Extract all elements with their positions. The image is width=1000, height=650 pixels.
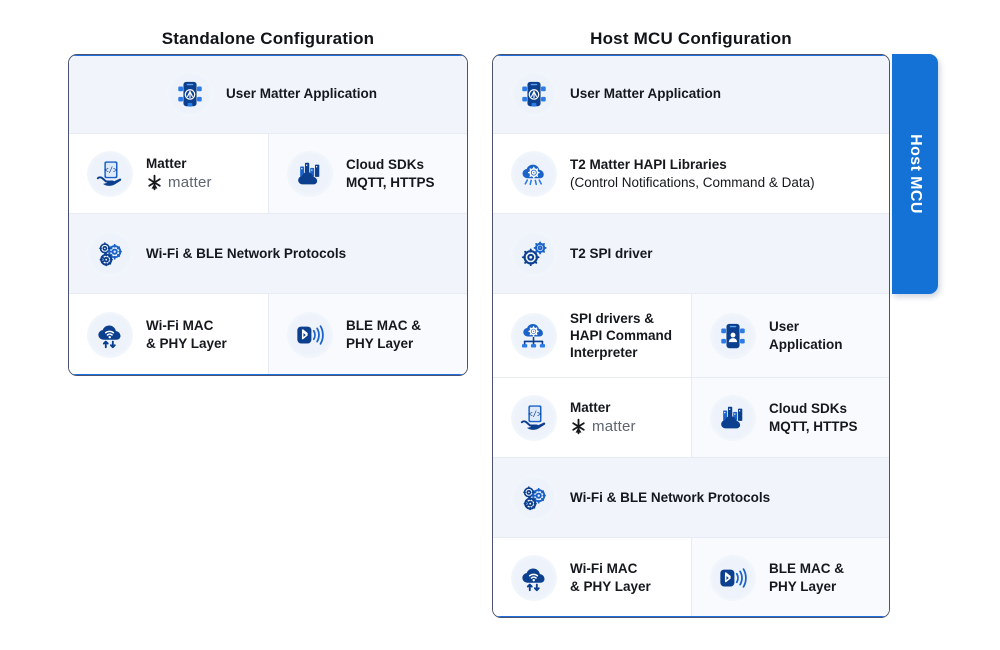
layer-cell: T2 SPI driver bbox=[493, 214, 889, 293]
layer-row: User Matter Application bbox=[69, 55, 467, 133]
layer-label: Matter matter bbox=[570, 399, 636, 436]
layer-cell: Wi-Fi & BLE Network Protocols bbox=[69, 214, 467, 293]
layer-subtitle: & PHY Layer bbox=[146, 335, 227, 351]
matter-mark-icon bbox=[572, 418, 585, 435]
matter-wordmark: matter bbox=[592, 418, 636, 436]
layer-subtitle: (Control Notifications, Command & Data) bbox=[570, 174, 815, 190]
layer-row: T2 SPI driver bbox=[493, 213, 889, 293]
layer-title: T2 Matter HAPI Libraries bbox=[570, 157, 727, 173]
gears-icon bbox=[87, 230, 133, 277]
matter-logo: matter bbox=[570, 417, 636, 436]
layer-label: Wi-Fi & BLE Network Protocols bbox=[570, 489, 770, 506]
layer-row: Wi-Fi MAC& PHY Layer BLE MAC &PHY Layer bbox=[69, 293, 467, 375]
layer-title: Wi-Fi & BLE Network Protocols bbox=[146, 245, 347, 261]
wifi-cloud-icon bbox=[511, 554, 557, 601]
matter-app-icon bbox=[166, 71, 213, 117]
layer-cell: </> Matter matter bbox=[69, 134, 268, 213]
layer-row: Wi-Fi & BLE Network Protocols bbox=[69, 213, 467, 293]
layer-label: Wi-Fi MAC& PHY Layer bbox=[570, 560, 651, 595]
layer-cell: Wi-Fi MAC& PHY Layer bbox=[493, 538, 691, 617]
layer-subtitle: PHY Layer bbox=[346, 335, 414, 351]
layer-row: Wi-Fi MAC& PHY Layer BLE MAC &PHY Layer bbox=[493, 537, 889, 617]
layer-title: Matter bbox=[570, 399, 611, 415]
layer-title: User bbox=[769, 319, 800, 335]
layer-subtitle: Interpreter bbox=[570, 345, 638, 361]
layer-cell: T2 Matter HAPI Libraries(Control Notific… bbox=[493, 134, 889, 213]
layer-cell: BLE MAC &PHY Layer bbox=[268, 294, 467, 375]
cloud-sdk-icon bbox=[287, 150, 333, 197]
host-mcu-tab: Host MCU bbox=[892, 54, 938, 294]
layer-label: Matter matter bbox=[146, 155, 212, 192]
layer-cell: </> Matter matter bbox=[493, 378, 691, 457]
layer-label: User Matter Application bbox=[570, 85, 721, 102]
layer-subtitle: HAPI Command bbox=[570, 327, 673, 343]
matter-logo: matter bbox=[146, 173, 212, 192]
layer-row: T2 Matter HAPI Libraries(Control Notific… bbox=[493, 133, 889, 213]
layer-label: Wi-Fi & BLE Network Protocols bbox=[146, 245, 346, 262]
matter-app-icon bbox=[511, 71, 557, 117]
layer-label: T2 SPI driver bbox=[570, 245, 653, 262]
layer-subtitle: PHY Layer bbox=[769, 578, 837, 594]
matter-hand-icon: </> bbox=[511, 394, 557, 441]
layer-row: User Matter Application bbox=[493, 55, 889, 133]
layer-title: User Matter Application bbox=[570, 86, 722, 102]
layer-row: Wi-Fi & BLE Network Protocols bbox=[493, 457, 889, 537]
cloud-sdk-icon bbox=[710, 394, 756, 441]
layer-title: Cloud SDKs bbox=[769, 401, 848, 417]
layer-subtitle: & PHY Layer bbox=[570, 578, 651, 594]
layer-title: SPI drivers & bbox=[570, 310, 655, 326]
spi-gears-icon bbox=[511, 230, 557, 277]
layer-title: Matter bbox=[146, 155, 187, 171]
gears-icon bbox=[511, 474, 557, 521]
layer-subtitle: MQTT, HTTPS bbox=[769, 418, 858, 434]
user-app-icon bbox=[710, 312, 756, 359]
bluetooth-icon bbox=[287, 311, 333, 358]
layer-label: User Matter Application bbox=[226, 85, 377, 102]
layer-label: BLE MAC &PHY Layer bbox=[346, 317, 421, 352]
layer-title: User Matter Application bbox=[225, 86, 378, 102]
layer-title: T2 SPI driver bbox=[570, 245, 653, 261]
layer-subtitle: MQTT, HTTPS bbox=[346, 174, 435, 190]
layer-cell: User Matter Application bbox=[493, 55, 889, 133]
svg-text:</>: </> bbox=[528, 409, 542, 418]
host-mcu-configuration-panel: User Matter Application T2 Matter HAPI Li… bbox=[492, 54, 890, 618]
layer-title: BLE MAC & bbox=[769, 561, 844, 577]
layer-label: Wi-Fi MAC& PHY Layer bbox=[146, 317, 227, 352]
spi-hapi-icon bbox=[511, 312, 557, 359]
host-mcu-column-title: Host MCU Configuration bbox=[590, 29, 792, 48]
matter-mark-icon bbox=[148, 174, 161, 191]
svg-text:</>: </> bbox=[104, 165, 118, 174]
layer-title: Cloud SDKs bbox=[346, 157, 425, 173]
matter-hand-icon: </> bbox=[87, 150, 133, 197]
bluetooth-icon bbox=[710, 554, 756, 601]
standalone-column-title: Standalone Configuration bbox=[161, 29, 375, 48]
hapi-cloud-icon bbox=[511, 150, 557, 197]
host-mcu-tab-label: Host MCU bbox=[907, 134, 924, 214]
layer-cell: User Matter Application bbox=[69, 55, 467, 133]
layer-title: Wi-Fi MAC bbox=[146, 318, 214, 334]
standalone-configuration-panel: User Matter Application </> Matter matter Cl… bbox=[68, 54, 468, 376]
wifi-cloud-icon bbox=[87, 311, 133, 358]
layer-cell: Wi-Fi MAC& PHY Layer bbox=[69, 294, 268, 375]
layer-label: T2 Matter HAPI Libraries(Control Notific… bbox=[570, 156, 815, 191]
layer-title: Wi-Fi MAC bbox=[570, 561, 638, 577]
layer-title: Wi-Fi & BLE Network Protocols bbox=[570, 489, 771, 505]
layer-cell: BLE MAC &PHY Layer bbox=[691, 538, 889, 617]
layer-label: BLE MAC &PHY Layer bbox=[769, 560, 844, 595]
layer-title: BLE MAC & bbox=[346, 318, 421, 334]
layer-subtitle: Application bbox=[769, 336, 843, 352]
layer-cell: Wi-Fi & BLE Network Protocols bbox=[493, 458, 889, 537]
matter-wordmark: matter bbox=[168, 174, 212, 192]
